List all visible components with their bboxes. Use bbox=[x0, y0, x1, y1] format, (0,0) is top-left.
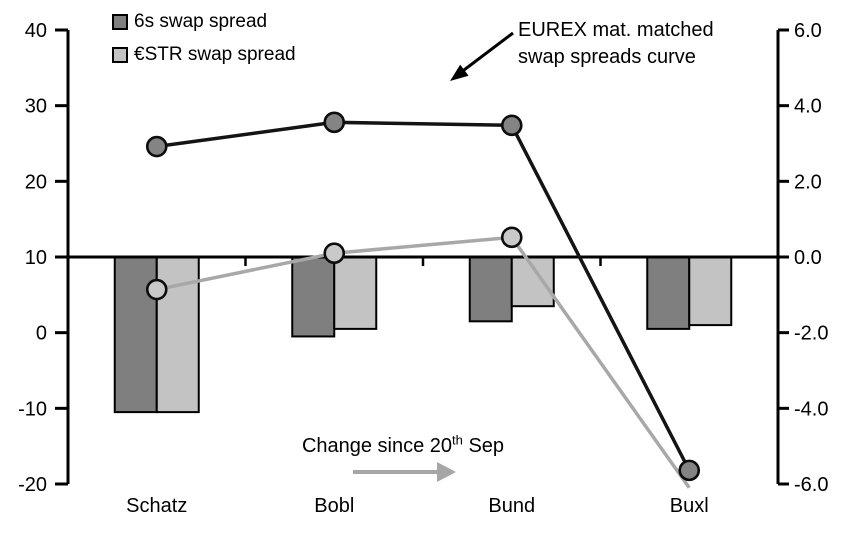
legend-item-6s: 6s swap spread bbox=[112, 10, 296, 33]
legend-item-estr: €STR swap spread bbox=[112, 43, 296, 66]
series-marker bbox=[145, 135, 168, 158]
curve-annotation-line1: EUREX mat. matched bbox=[518, 19, 714, 41]
series-marker bbox=[500, 226, 523, 249]
category-label: Bobl bbox=[314, 495, 354, 517]
left-tick-label: 20 bbox=[25, 171, 47, 193]
right-tick-label: -6.0 bbox=[794, 474, 828, 496]
change-annotation: Change since 20th Sep bbox=[250, 432, 556, 458]
change-annotation-superscript: th bbox=[452, 432, 463, 448]
left-tick-label: 40 bbox=[25, 20, 47, 42]
bar bbox=[468, 256, 513, 323]
legend-swatch-estr-icon bbox=[112, 46, 128, 63]
left-tick-label: 30 bbox=[25, 96, 47, 118]
series-marker bbox=[323, 242, 346, 265]
legend-label-estr: €STR swap spread bbox=[134, 44, 296, 65]
change-annotation-arrow-icon bbox=[353, 462, 456, 482]
curve-annotation-arrow-icon bbox=[450, 31, 514, 81]
category-label: Buxl bbox=[670, 495, 709, 517]
bar bbox=[291, 256, 336, 338]
bar bbox=[646, 256, 691, 330]
axes-group: 403020100-10-206.04.02.00.0-2.0-4.0-6.0S… bbox=[18, 20, 828, 517]
series-marker bbox=[500, 114, 523, 137]
right-tick-label: 0.0 bbox=[794, 247, 822, 269]
series-line bbox=[156, 120, 691, 472]
series-line bbox=[156, 235, 691, 489]
bar bbox=[333, 256, 378, 330]
series-marker bbox=[145, 278, 168, 301]
category-label: Bund bbox=[488, 495, 535, 517]
line-series-group bbox=[145, 111, 701, 489]
right-tick-label: 6.0 bbox=[794, 20, 822, 42]
bar bbox=[155, 256, 200, 414]
change-annotation-suffix: Sep bbox=[462, 435, 505, 457]
legend: 6s swap spread €STR swap spread bbox=[112, 10, 296, 66]
left-tick-label: -20 bbox=[18, 474, 47, 496]
left-tick-label: -10 bbox=[18, 398, 47, 420]
change-annotation-prefix: Change since 20 bbox=[301, 435, 453, 457]
left-tick-label: 0 bbox=[36, 323, 47, 345]
right-tick-label: 4.0 bbox=[794, 96, 822, 118]
left-tick-label: 10 bbox=[25, 247, 47, 269]
curve-annotation-line2: swap spreads curve bbox=[518, 46, 696, 68]
bar bbox=[688, 256, 733, 327]
series-marker bbox=[678, 459, 701, 482]
right-tick-label: -4.0 bbox=[794, 398, 828, 420]
right-tick-label: -2.0 bbox=[794, 323, 828, 345]
right-tick-label: 2.0 bbox=[794, 171, 822, 193]
category-label: Schatz bbox=[126, 495, 187, 517]
legend-label-6s: 6s swap spread bbox=[134, 11, 268, 32]
series-marker bbox=[323, 111, 346, 134]
legend-swatch-6s-icon bbox=[112, 13, 128, 30]
bar bbox=[113, 256, 158, 414]
curve-annotation: EUREX mat. matched swap spreads curve bbox=[518, 17, 714, 71]
